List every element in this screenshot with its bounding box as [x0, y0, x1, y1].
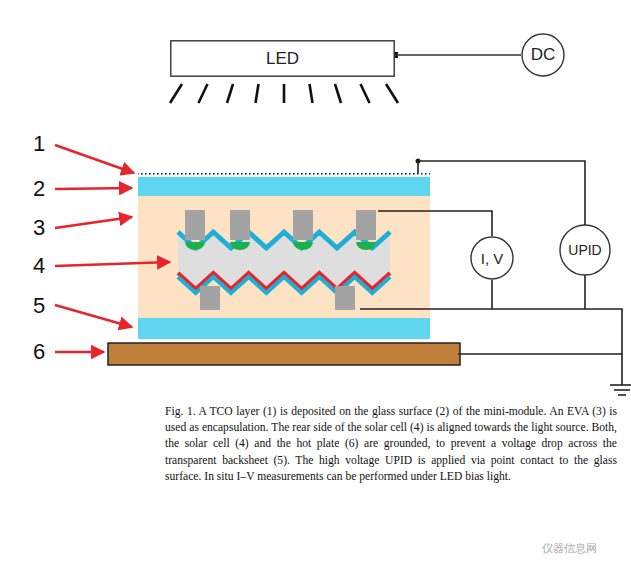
instrument-circle: DC	[521, 33, 565, 77]
node-label: DC	[531, 45, 556, 65]
node-label: LED	[266, 49, 299, 69]
backsheet	[138, 317, 430, 339]
tco-layer	[138, 173, 430, 177]
led-box: LED	[170, 40, 395, 77]
power-cable	[395, 54, 521, 56]
watermark: 仪器信息网	[542, 541, 597, 556]
callout-number: 3	[33, 215, 45, 241]
callout-number: 1	[33, 131, 45, 157]
hot-plate	[108, 343, 460, 365]
ground-symbol	[610, 385, 631, 395]
glass	[138, 177, 430, 196]
contact-fingers	[185, 210, 376, 310]
wires	[360, 161, 622, 385]
callout-number: 6	[33, 339, 45, 365]
eva-encapsulation	[138, 195, 430, 318]
figure-caption: Fig. 1. A TCO layer (1) is deposited on …	[165, 404, 617, 485]
callout-arrows	[55, 145, 170, 352]
instrument-circle: I, V	[470, 236, 514, 280]
node-label: UPID	[568, 242, 601, 258]
instrument-circle: UPID	[559, 224, 611, 276]
callout-number: 4	[33, 253, 45, 279]
callout-number: 5	[33, 293, 45, 319]
node-label: I, V	[481, 250, 504, 267]
light-rays	[170, 84, 398, 103]
callout-number: 2	[33, 176, 45, 202]
